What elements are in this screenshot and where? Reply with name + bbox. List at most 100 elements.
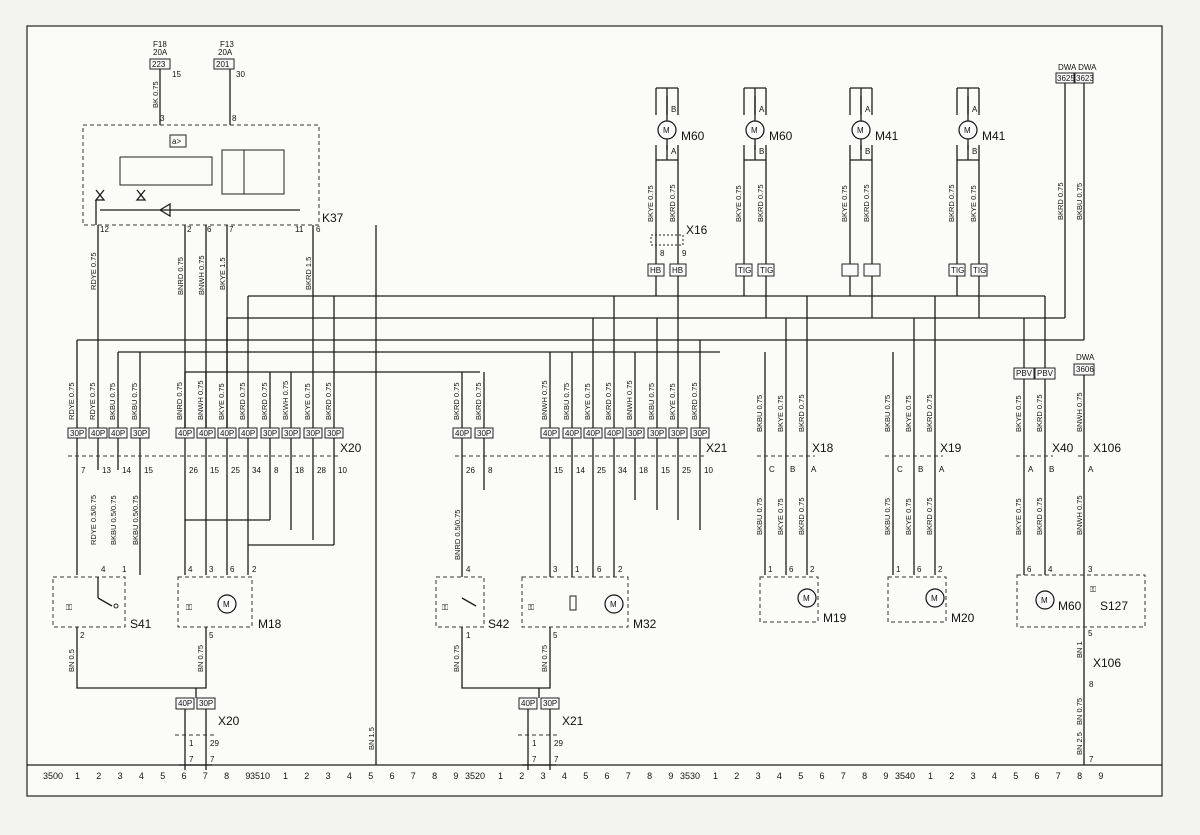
x18-pin-2: A <box>811 465 817 474</box>
fuse-f13-pin: 30 <box>236 70 245 79</box>
relay-k37: a> K37 3 8 12 2 6 7 11 6 <box>82 114 344 234</box>
x20-pin-2: 14 <box>122 466 131 475</box>
wire-f18: BK 0.75 <box>151 81 160 108</box>
motor-symbol-icon: M <box>663 126 670 135</box>
scale-group-3540: 3540 <box>895 771 915 781</box>
x20-wire-11: BKRD 0.75 <box>324 382 333 420</box>
x21-plug-3: 40P <box>565 429 579 438</box>
ground-mid-pin-1: 1 <box>532 739 537 748</box>
component-name-m60: M60 <box>1058 599 1082 613</box>
component-name-m32: M32 <box>633 617 657 631</box>
ground-mid-pin-7b: 7 <box>554 755 559 764</box>
x40-wire-1: BKRD 0.75 <box>1035 394 1044 432</box>
motor-m32 <box>604 594 624 614</box>
x18-name: X18 <box>812 441 834 455</box>
x20-name: X20 <box>340 441 362 455</box>
x21-pin-1: 8 <box>488 466 493 475</box>
x18-wire-below-1: BKYE 0.75 <box>776 498 785 535</box>
x20-wire-6: BKYE 0.75 <box>217 383 226 420</box>
component- <box>1016 574 1146 628</box>
scale-digit-3540-1: 1 <box>928 771 933 781</box>
motor-top-wire-a-3: BKRD 0.75 <box>947 184 956 222</box>
relay-pin-3: 3 <box>160 114 165 123</box>
s127-pin-5: 5 <box>1088 629 1093 638</box>
scale-group-3510: 3510 <box>250 771 270 781</box>
motor-symbol-icon: M <box>803 594 810 603</box>
m19-pin-1: 1 <box>768 565 773 574</box>
component-m32 <box>521 576 629 628</box>
x21-plug-2: 40P <box>543 429 557 438</box>
scale-digit-3500-6: 6 <box>182 771 187 781</box>
x21-wire-9: BKRD 0.75 <box>690 382 699 420</box>
x40-name: X40 <box>1052 441 1074 455</box>
motor-symbol-icon: M <box>610 600 617 609</box>
x21-pin-3: 14 <box>576 466 585 475</box>
relay-pin-12: 12 <box>100 225 109 234</box>
m18-pin-2: 2 <box>252 565 257 574</box>
ground-left-pin-7b: 7 <box>210 755 215 764</box>
component-name-s41: S41 <box>130 617 152 631</box>
x20-plug-1: 40P <box>91 429 105 438</box>
x16-pin-8: 8 <box>660 249 665 258</box>
x21-pin-7: 15 <box>661 466 670 475</box>
scale-digit-3530-1: 1 <box>713 771 718 781</box>
s42-pin-4: 4 <box>466 565 471 574</box>
relay-pin-7: 7 <box>229 225 234 234</box>
motor-top-wire-a-0: BKYE 0.75 <box>646 185 655 222</box>
switch-key-icon: ⚿ <box>66 603 72 612</box>
x21-plug-0: 40P <box>455 429 469 438</box>
dwa-label: DWA DWA <box>1058 63 1097 72</box>
dwa-block: DWA DWA 3625 3623 <box>1055 63 1097 84</box>
component-name-s42: S42 <box>488 617 510 631</box>
x20-wire-3: BKBU 0.75 <box>130 383 139 420</box>
motor-symbol-icon: M <box>1041 596 1048 605</box>
wire-relay-bnwh: BNWH 0.75 <box>197 255 206 295</box>
motor-top-name-1: M60 <box>769 129 793 143</box>
s41-pin-2: 2 <box>80 631 85 640</box>
scale-digit-3510-4: 4 <box>347 771 352 781</box>
scale-digit-3530-7: 7 <box>841 771 846 781</box>
relay-name: K37 <box>322 211 344 225</box>
x19-pin-0: C <box>897 465 903 474</box>
x21-pin-6: 18 <box>639 466 648 475</box>
scale-digit-3510-1: 1 <box>283 771 288 781</box>
fuse-f13-rating: 20A <box>218 48 233 57</box>
x20-pin-9: 18 <box>295 466 304 475</box>
x21-wire-1: BKRD 0.75 <box>474 382 483 420</box>
scale-digit-3520-7: 7 <box>626 771 631 781</box>
ground-mid-plug-0: 40P <box>521 699 535 708</box>
ground-mid-wire-0: BN 0.75 <box>452 645 461 672</box>
x20-pin-4: 26 <box>189 466 198 475</box>
scale-digit-3530-4: 4 <box>777 771 782 781</box>
x20-pin-1: 13 <box>102 466 111 475</box>
scale-digit-3530-2: 2 <box>734 771 739 781</box>
ground-mid-wire-1: BN 0.75 <box>540 645 549 672</box>
x21-wire-2: BNWH 0.75 <box>540 380 549 420</box>
svg-text:a>: a> <box>172 137 181 146</box>
motor-top-plug-a-1: TIG <box>738 266 751 275</box>
component-name-m19: M19 <box>823 611 847 625</box>
x19-pin-1: B <box>918 465 923 474</box>
m19-pin-6: 6 <box>789 565 794 574</box>
m20-pin-6: 6 <box>917 565 922 574</box>
x18-wire-below-2: BKRD 0.75 <box>797 497 806 535</box>
s41-pin-1: 1 <box>122 565 127 574</box>
switch-key-icon-s127: ⚿ <box>1090 585 1096 594</box>
scale-digit-3540-4: 4 <box>992 771 997 781</box>
x19-wire-1: BKYE 0.75 <box>904 395 913 432</box>
m18-pin-5: 5 <box>209 631 214 640</box>
x20-pin-10: 28 <box>317 466 326 475</box>
m20-pin-2: 2 <box>938 565 943 574</box>
m20-pin-1: 1 <box>896 565 901 574</box>
motor-top-name-0: M60 <box>681 129 705 143</box>
scale-digit-3540-3: 3 <box>971 771 976 781</box>
scale-digit-3520-1: 1 <box>498 771 503 781</box>
scale-digit-3520-4: 4 <box>562 771 567 781</box>
fuse-f18-name: F18 <box>153 40 167 49</box>
x19-wire-below-2: BKRD 0.75 <box>925 497 934 535</box>
motor-top-wire-b-3: BKYE 0.75 <box>969 185 978 222</box>
x40-wire-0: BKYE 0.75 <box>1014 395 1023 432</box>
x20-plug-9: 30P <box>284 429 298 438</box>
